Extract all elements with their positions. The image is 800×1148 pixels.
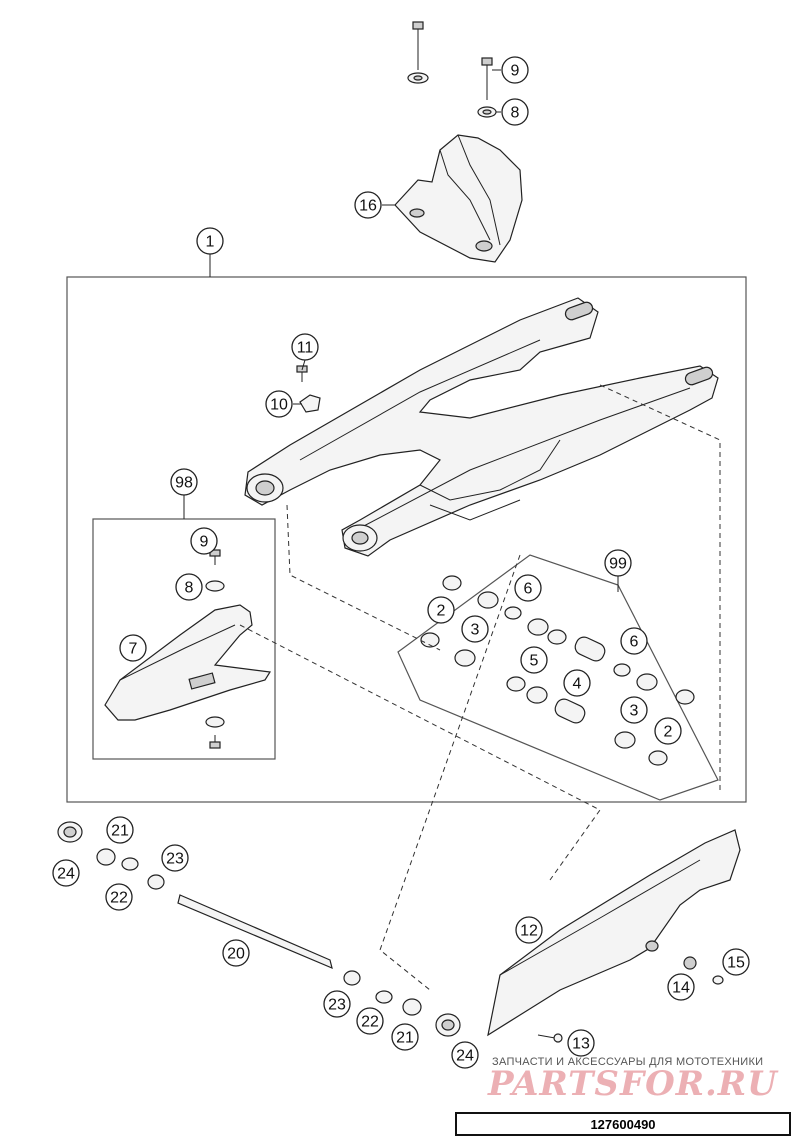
leader-lines xyxy=(183,69,619,592)
svg-text:5: 5 xyxy=(530,653,539,670)
svg-text:14: 14 xyxy=(672,980,690,997)
callout-11: 11 xyxy=(291,333,319,361)
svg-text:15: 15 xyxy=(727,955,745,972)
swingarm-part xyxy=(244,297,719,557)
callout-8-top: 8 xyxy=(501,98,529,126)
svg-text:9: 9 xyxy=(200,534,209,551)
clip-and-screw xyxy=(296,365,321,413)
watermark-logo: PARTSFOR.RU xyxy=(488,1064,778,1104)
callout-5: 5 xyxy=(520,646,548,674)
svg-text:8: 8 xyxy=(511,105,520,122)
watermark-subtitle: ЗАПЧАСТИ И АКСЕССУАРЫ ДЛЯ МОТОТЕХНИКИ xyxy=(492,1056,764,1068)
callout-6-upper: 6 xyxy=(514,574,542,602)
svg-text:20: 20 xyxy=(227,946,245,963)
callout-10: 10 xyxy=(265,390,293,418)
chain-guard-hardware xyxy=(537,956,724,1043)
svg-text:24: 24 xyxy=(456,1048,474,1065)
callout-4: 4 xyxy=(563,669,591,697)
bearing-kit-parts xyxy=(420,575,695,766)
svg-text:21: 21 xyxy=(396,1030,414,1047)
callout-15: 15 xyxy=(722,948,750,976)
callout-23-right: 23 xyxy=(323,990,351,1018)
callout-3-lower: 3 xyxy=(620,696,648,724)
callout-12: 12 xyxy=(515,916,543,944)
callout-13: 13 xyxy=(567,1029,595,1057)
svg-text:22: 22 xyxy=(361,1014,379,1031)
svg-text:24: 24 xyxy=(57,866,75,883)
mudguard-part xyxy=(394,134,523,263)
svg-text:13: 13 xyxy=(572,1036,590,1053)
svg-text:9: 9 xyxy=(511,63,520,80)
callout-2-upper: 2 xyxy=(427,596,455,624)
svg-text:3: 3 xyxy=(630,703,639,720)
callout-3-upper: 3 xyxy=(461,615,489,643)
svg-text:2: 2 xyxy=(664,724,673,741)
callout-20: 20 xyxy=(222,939,250,967)
callout-24-left: 24 xyxy=(52,859,80,887)
swingarm-assembly-frame xyxy=(66,276,747,803)
svg-text:8: 8 xyxy=(185,580,194,597)
reference-code: 127600490 xyxy=(590,1116,656,1132)
callout-9-top: 9 xyxy=(501,56,529,84)
svg-text:23: 23 xyxy=(166,851,184,868)
pivot-shaft-and-fittings xyxy=(57,821,461,1037)
svg-text:4: 4 xyxy=(573,676,582,693)
svg-text:7: 7 xyxy=(129,641,138,658)
callout-21-right: 21 xyxy=(391,1023,419,1051)
callout-14: 14 xyxy=(667,973,695,1001)
chain-guide-part xyxy=(104,549,272,749)
svg-text:16: 16 xyxy=(359,198,377,215)
callout-23-left: 23 xyxy=(161,844,189,872)
svg-text:1: 1 xyxy=(206,234,215,251)
callout-16: 16 xyxy=(354,191,382,219)
callout-9-kit: 9 xyxy=(190,527,218,555)
svg-text:22: 22 xyxy=(110,890,128,907)
svg-text:10: 10 xyxy=(270,397,288,414)
callout-22-left: 22 xyxy=(105,883,133,911)
svg-text:23: 23 xyxy=(328,997,346,1014)
mudguard-hardware xyxy=(407,21,497,118)
svg-text:21: 21 xyxy=(111,823,129,840)
callout-6-lower: 6 xyxy=(620,627,648,655)
callout-21-left: 21 xyxy=(106,816,134,844)
svg-text:99: 99 xyxy=(609,556,627,573)
svg-text:2: 2 xyxy=(437,603,446,620)
reference-code-box: 127600490 xyxy=(455,1112,791,1136)
svg-text:11: 11 xyxy=(297,340,314,357)
callout-2-lower: 2 xyxy=(654,717,682,745)
callout-7: 7 xyxy=(119,634,147,662)
svg-text:12: 12 xyxy=(520,923,538,940)
svg-text:6: 6 xyxy=(630,634,639,651)
callout-24-right: 24 xyxy=(451,1041,479,1069)
svg-text:98: 98 xyxy=(175,475,193,492)
chain-guard-part xyxy=(487,829,741,1037)
bearing-kit-frame xyxy=(397,554,719,801)
callout-98: 98 xyxy=(170,468,198,496)
callout-1: 1 xyxy=(196,227,224,255)
callout-22-right: 22 xyxy=(356,1007,384,1035)
callout-8-kit: 8 xyxy=(175,573,203,601)
callout-99: 99 xyxy=(604,549,632,577)
svg-text:3: 3 xyxy=(471,622,480,639)
svg-text:6: 6 xyxy=(524,581,533,598)
